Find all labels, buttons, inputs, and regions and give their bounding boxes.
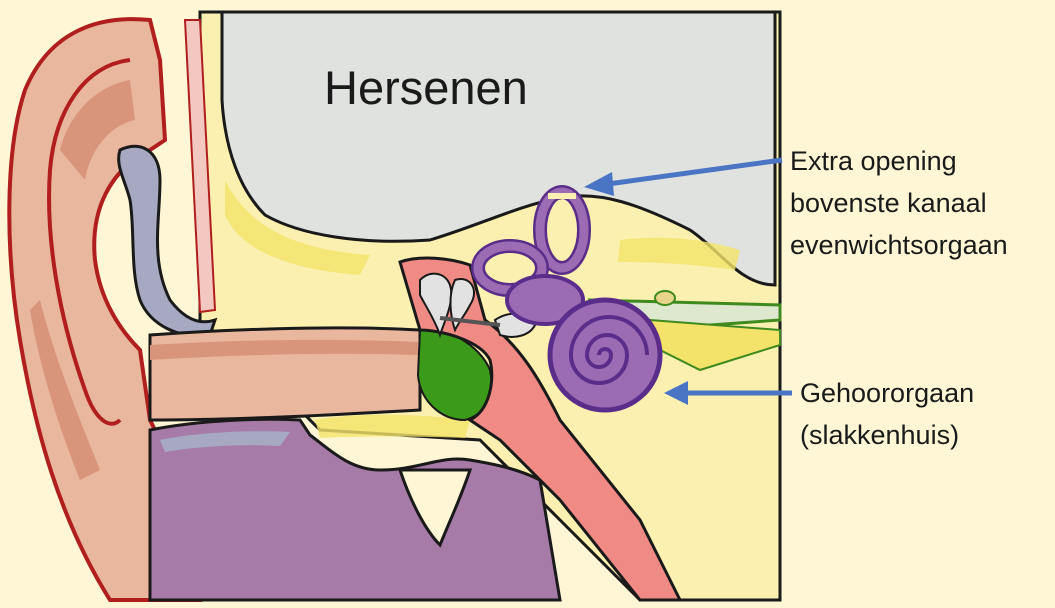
brain-label: Hersenen xyxy=(324,60,528,115)
cochlea-label: Gehoororgaan (slakkenhuis) xyxy=(800,372,974,456)
nerve-ganglion xyxy=(655,291,675,305)
bone-highlight xyxy=(315,415,470,438)
extra-opening-label: Extra opening bovenste kanaal evenwichts… xyxy=(790,140,1008,266)
